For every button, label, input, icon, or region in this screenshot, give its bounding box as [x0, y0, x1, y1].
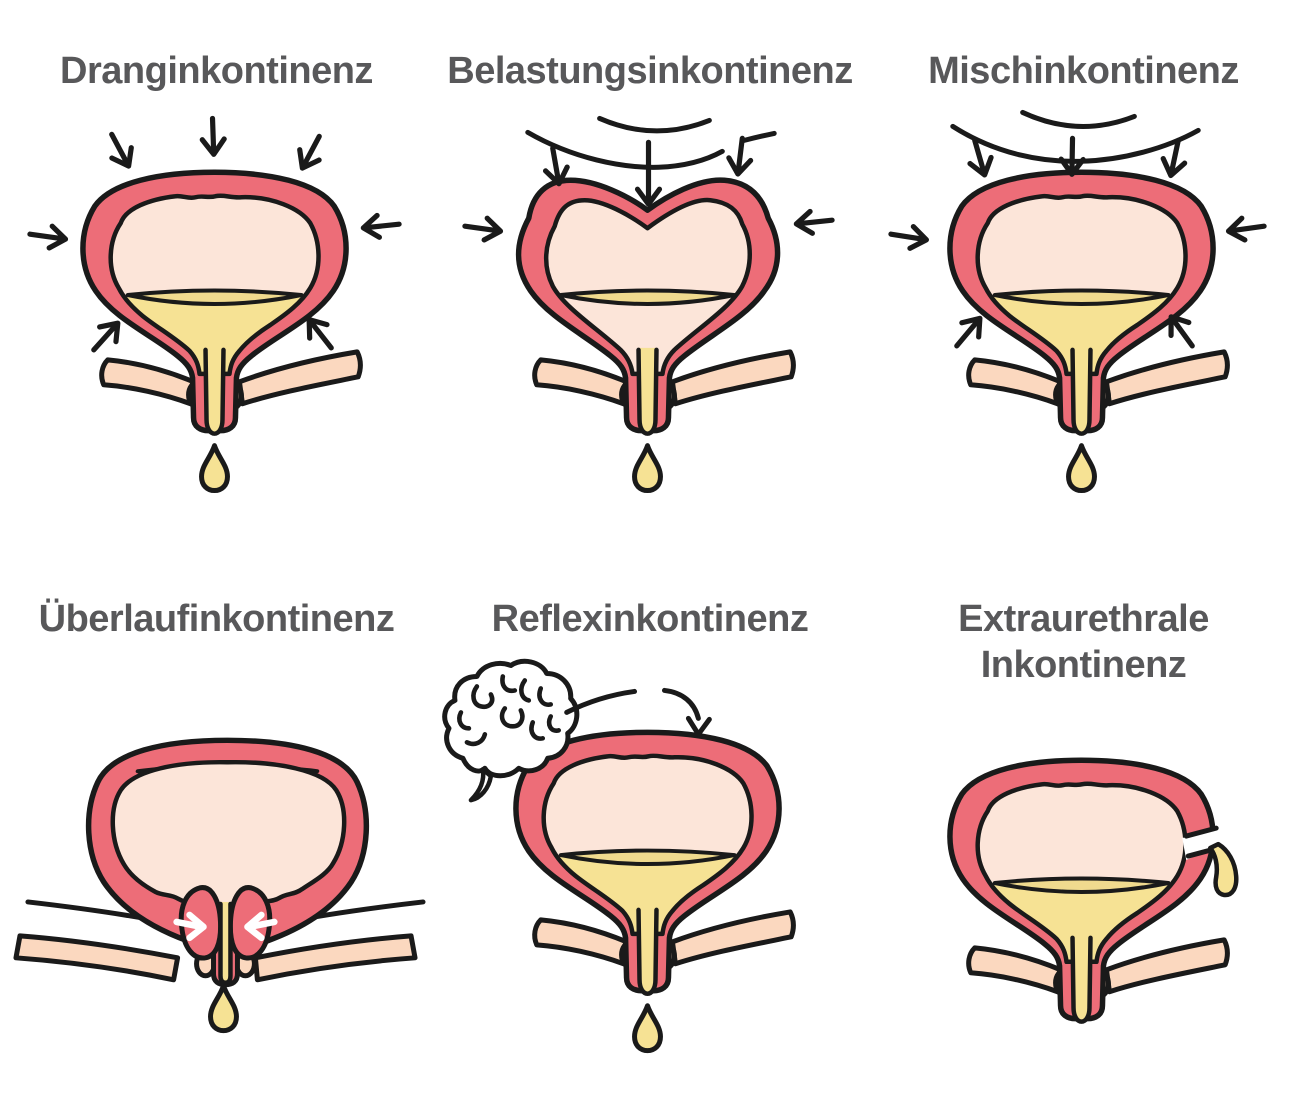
urine-drop-icon: [1069, 446, 1095, 491]
panel-title: Reflexinkontinenz: [491, 598, 809, 640]
ueberlaufinkontinenz-illustration: [13, 737, 426, 1098]
interrupted-nerve-signal-icon: [564, 687, 712, 737]
brain-icon: [442, 658, 580, 803]
panel-mischinkontinenz: Mischinkontinenz: [867, 0, 1300, 560]
urine-drop-icon: [635, 446, 661, 491]
pressure-arc-icons: [950, 109, 1201, 164]
panel-title: Belastungsinkontinenz: [447, 50, 853, 92]
urethra-urine: [220, 901, 231, 983]
bladder: [950, 172, 1213, 439]
prostate-squeeze-arrow-icons: [173, 911, 278, 942]
wall-leak-icon: [1182, 825, 1239, 898]
panel-title: Mischinkontinenz: [928, 50, 1239, 92]
leak-drop-icon: [1207, 841, 1239, 898]
dented-bladder: [515, 177, 781, 436]
panel-title: Überlaufinkontinenz: [38, 598, 395, 640]
pressure-arc-icons: [525, 115, 777, 170]
bladder: [950, 760, 1213, 1027]
dranginkontinenz-illustration: [0, 98, 433, 498]
mischinkontinenz-illustration: [867, 109, 1300, 498]
urine-drop-icon: [211, 986, 237, 1031]
reflexinkontinenz-illustration: [442, 658, 866, 1098]
panel-ueberlaufinkontinenz: Überlaufinkontinenz: [0, 560, 433, 1100]
panel-dranginkontinenz: Dranginkontinenz: [0, 0, 433, 560]
bladder: [83, 172, 346, 439]
extraurethrale-inkontinenz-illustration: [867, 658, 1239, 1098]
panel-belastungsinkontinenz: Belastungsinkontinenz: [433, 0, 867, 560]
bladder: [516, 732, 779, 999]
panel-reflexinkontinenz: Reflexinkontinenz: [433, 560, 867, 1100]
belastungsinkontinenz-illustration: [433, 115, 866, 498]
panel-title: Dranginkontinenz: [60, 50, 373, 92]
urine-drop-icon: [202, 446, 228, 491]
urine-drop-icon: [635, 1006, 661, 1051]
